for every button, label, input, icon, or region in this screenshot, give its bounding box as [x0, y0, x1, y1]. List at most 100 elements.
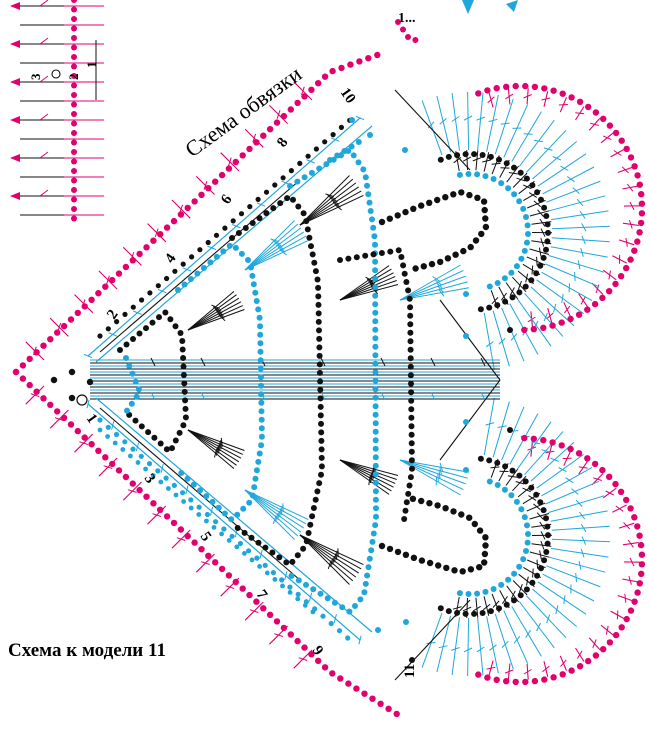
- stitch-tick: [523, 669, 532, 675]
- border-dot: [19, 375, 27, 382]
- row-dot: [257, 323, 264, 330]
- row-dot: [373, 505, 379, 512]
- border-dot: [95, 447, 102, 454]
- stitch-line: [550, 510, 608, 522]
- stitch-tick: [150, 357, 156, 367]
- border-dot: [26, 381, 33, 389]
- row-dot: [372, 394, 379, 401]
- border-dot: [550, 87, 557, 94]
- mini-chart-dot: [71, 6, 77, 13]
- row-dot: [370, 251, 377, 258]
- row-dot: [302, 603, 308, 608]
- border-dot: [294, 637, 301, 645]
- row-dot: [505, 576, 512, 583]
- border-dot: [345, 680, 352, 687]
- stitch-tick: [575, 112, 585, 115]
- row-dot: [387, 248, 394, 255]
- row-dot: [398, 254, 405, 260]
- mini-chart-dot: [71, 111, 77, 117]
- stitch-tick: [301, 86, 305, 96]
- row-dot: [252, 289, 259, 296]
- stitch-tick: [536, 512, 544, 520]
- stitch-tick: [501, 596, 508, 604]
- row-dot: [220, 248, 227, 255]
- border-dot: [212, 559, 219, 566]
- row-dot: [482, 223, 490, 231]
- row-number: 3: [141, 471, 158, 486]
- border-dot: [512, 82, 519, 90]
- stitch-tick: [330, 137, 340, 142]
- accent-dot: [463, 467, 469, 473]
- mini-chart-tick: [39, 0, 49, 7]
- stitch-line: [537, 153, 587, 187]
- stitch-line: [339, 459, 396, 484]
- row-dot: [365, 564, 372, 571]
- border-dot: [521, 326, 528, 334]
- stitch-line: [187, 429, 235, 469]
- stitch-tick: [576, 650, 583, 659]
- row-dot: [517, 169, 524, 176]
- row-dot: [476, 564, 483, 571]
- row-dot: [372, 445, 379, 452]
- row-dot: [482, 173, 489, 180]
- stitch-line: [551, 210, 609, 221]
- stitch-line: [299, 534, 364, 566]
- stitch-tick: [492, 600, 500, 608]
- stitch-tick: [358, 635, 362, 645]
- row-dot: [179, 346, 186, 353]
- row-number: 4: [162, 251, 180, 267]
- row-dot: [277, 200, 284, 207]
- border-dot: [540, 324, 547, 331]
- stitch-line: [244, 220, 295, 271]
- row-dot: [303, 538, 310, 545]
- border-dot: [81, 434, 88, 441]
- row-dot: [316, 480, 323, 487]
- row-dot: [408, 431, 415, 438]
- stitch-line: [505, 282, 519, 300]
- stitch-tick: [533, 503, 541, 510]
- border-dot: [549, 322, 556, 329]
- row-dot: [372, 301, 379, 308]
- stitch-tick: [552, 156, 562, 161]
- mini-chart-dot: [71, 168, 77, 174]
- row-dot: [240, 505, 247, 512]
- row-dot: [331, 599, 338, 606]
- row-dot: [177, 330, 184, 336]
- stitch-tick: [615, 505, 624, 512]
- row-dot: [437, 156, 444, 163]
- center-dot: [86, 378, 94, 386]
- row-dot: [370, 224, 377, 231]
- stitch-tick: [259, 549, 263, 559]
- row-dot: [529, 579, 536, 586]
- stitch-line: [187, 429, 240, 463]
- stitch-tick: [210, 506, 214, 516]
- stitch-tick: [480, 391, 486, 401]
- row-dot: [372, 258, 379, 265]
- row-dot: [372, 420, 379, 427]
- stitch-tick: [577, 260, 581, 270]
- border-dot: [280, 112, 288, 120]
- row-dot: [428, 260, 436, 268]
- border-dot: [205, 185, 212, 192]
- row-dot: [256, 314, 263, 321]
- stitch-tick: [452, 606, 462, 610]
- row-dot: [458, 511, 465, 518]
- row-dot: [317, 378, 324, 385]
- stitch-tick: [427, 121, 435, 129]
- stitch-line: [518, 119, 555, 167]
- border-dot: [549, 439, 556, 446]
- row-dot: [284, 195, 291, 202]
- row-dot: [408, 406, 415, 413]
- stitch-tick: [517, 280, 522, 290]
- stitch-line: [299, 182, 357, 226]
- stitch-tick: [306, 159, 315, 164]
- edge-stitch: [99, 407, 301, 581]
- row-dot: [221, 510, 228, 517]
- stitch-line: [467, 617, 470, 677]
- border-dot: [475, 671, 482, 678]
- row-dot: [213, 232, 220, 238]
- row-dot: [180, 363, 187, 370]
- stitch-tick: [252, 133, 257, 143]
- row-dot: [315, 318, 322, 325]
- row-dot: [401, 516, 408, 522]
